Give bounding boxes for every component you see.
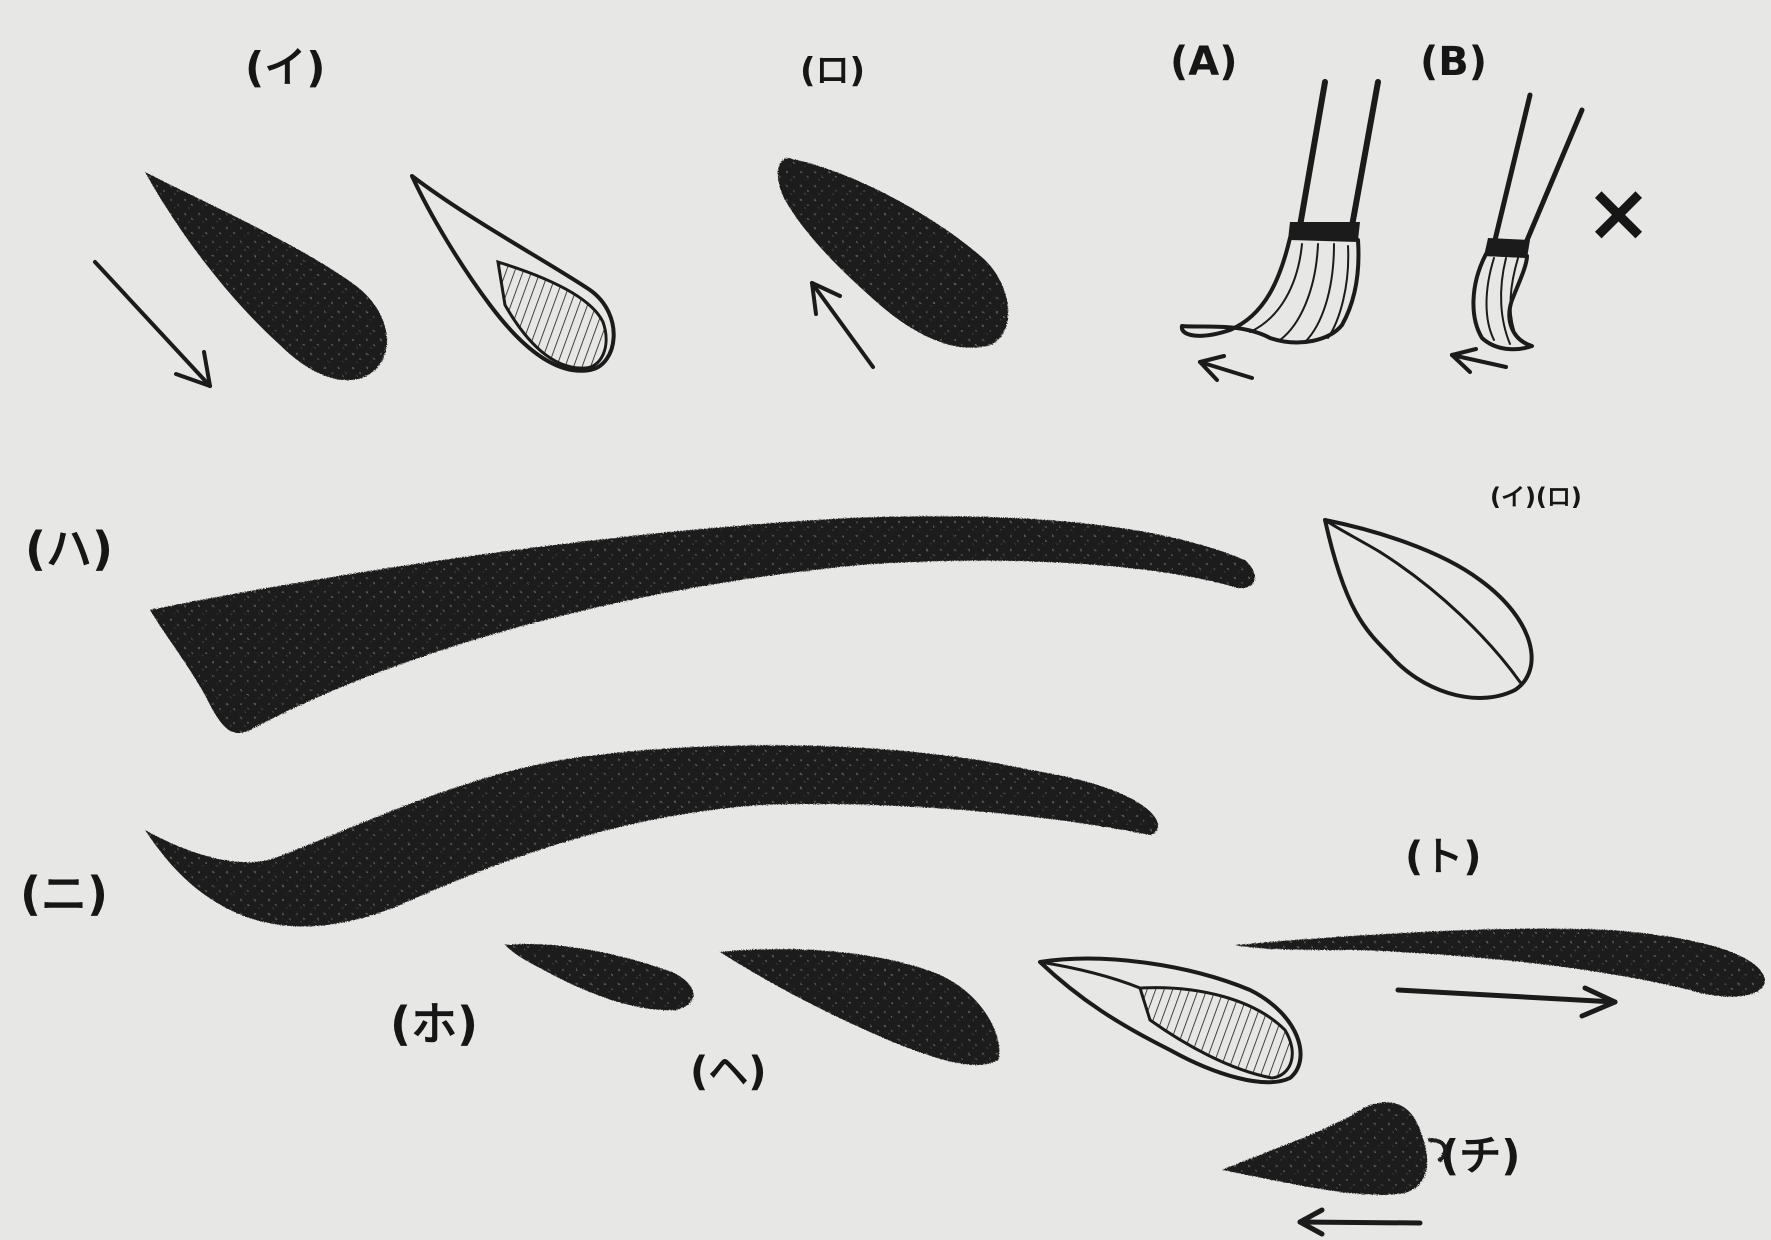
stroke-ho bbox=[505, 944, 693, 1010]
label-ni: (ニ) bbox=[20, 867, 108, 921]
stroke-he bbox=[720, 949, 999, 1065]
label-he: (ヘ) bbox=[690, 1049, 767, 1095]
brush-b-icon bbox=[1473, 95, 1582, 349]
label-ha: (ハ) bbox=[25, 522, 113, 576]
stroke-ro bbox=[778, 158, 1008, 348]
label-i: (イ) bbox=[245, 43, 325, 92]
arrow-right-icon bbox=[1398, 988, 1615, 1016]
stroke-to bbox=[1235, 929, 1765, 997]
label-a: (A) bbox=[1170, 39, 1238, 85]
stroke-ni bbox=[145, 745, 1158, 926]
label-ro: (ロ) bbox=[800, 51, 865, 91]
label-to: (ト) bbox=[1405, 834, 1482, 880]
stroke-chi bbox=[1222, 1102, 1445, 1195]
stroke-i-solid bbox=[145, 172, 387, 380]
label-ho: (ホ) bbox=[390, 997, 478, 1051]
arrow-left-icon bbox=[1300, 1210, 1420, 1234]
arrow-up-left-icon bbox=[812, 283, 873, 367]
stroke-outline-hatched bbox=[1040, 959, 1301, 1083]
label-i-ro: (イ)(ロ) bbox=[1490, 483, 1582, 511]
stroke-ha bbox=[150, 516, 1255, 733]
arrow-down-right-icon bbox=[95, 262, 210, 386]
cross-mark: × bbox=[1585, 166, 1652, 259]
stroke-i-outline bbox=[412, 176, 614, 371]
label-b: (B) bbox=[1420, 39, 1487, 85]
arrow-left-icon bbox=[1200, 356, 1252, 380]
brush-a-icon bbox=[1182, 82, 1378, 342]
stroke-i-ro-outline bbox=[1325, 520, 1532, 698]
arrow-left-icon bbox=[1452, 349, 1506, 372]
label-chi: (チ) bbox=[1440, 1131, 1520, 1180]
